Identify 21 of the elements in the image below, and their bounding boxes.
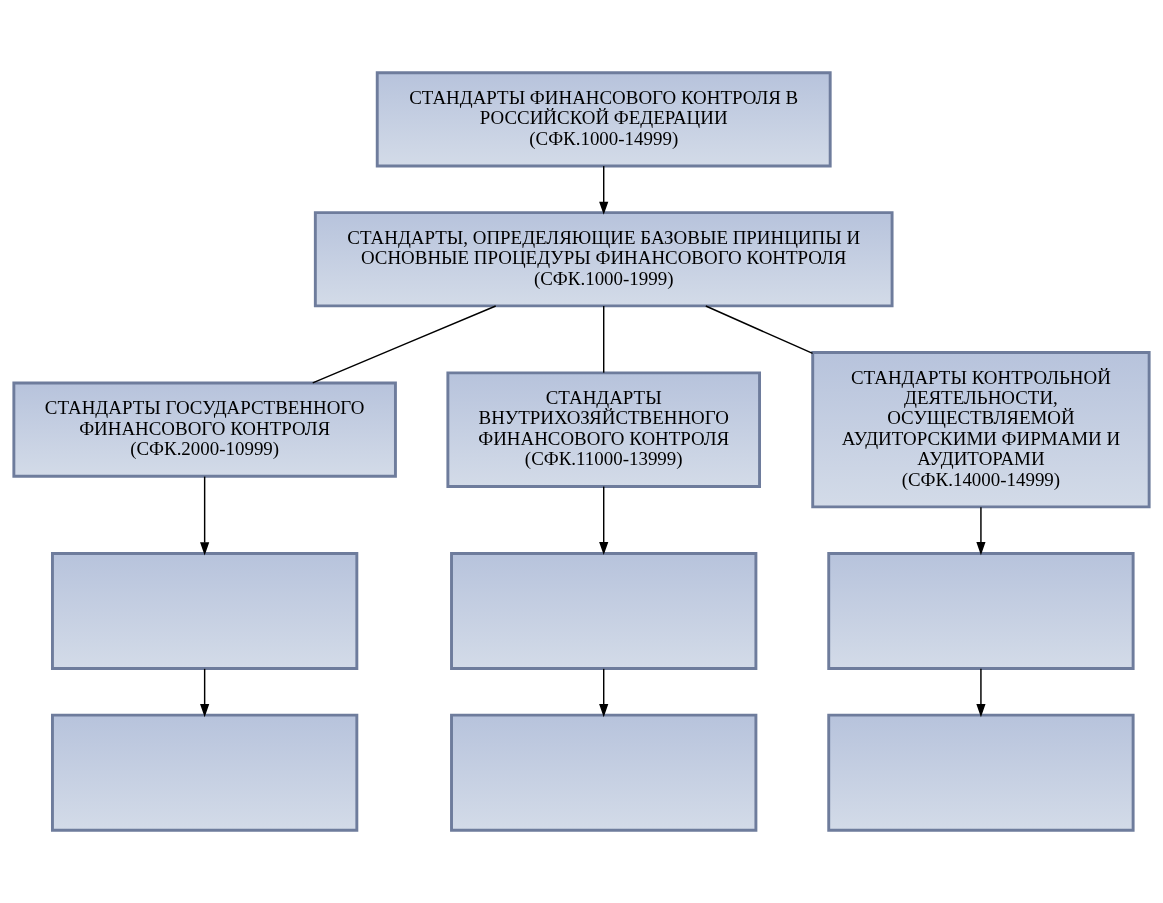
node-box <box>827 713 1135 832</box>
connector <box>312 305 497 384</box>
node-box: СТАНДАРТЫ КОНТРОЛЬНОЙ ДЕЯТЕЛЬНОСТИ, ОСУЩЕСТВЛЯЕМОЙ АУДИТОРСКИМИ ФИРМАМИ И АУДИТОРАМИ (СФК.14000-14999) <box>811 351 1151 509</box>
node-box <box>450 713 758 832</box>
connector <box>603 305 605 374</box>
node-box: СТАНДАРТЫ ФИНАНСОВОГО КОНТРОЛЯ В РОССИЙСКОЙ ФЕДЕРАЦИИ (СФК.1000-14999) <box>375 71 832 168</box>
node-box <box>450 552 758 670</box>
arrow <box>200 475 210 556</box>
node-box: СТАНДАРТЫ ВНУТРИХОЗЯЙСТВЕННОГО ФИНАНСОВОГО КОНТРОЛЯ (СФК.11000-13999) <box>446 371 761 488</box>
node-box: СТАНДАРТЫ, ОПРЕДЕЛЯЮЩИЕ БАЗОВЫЕ ПРИНЦИПЫ И ОСНОВНЫЕ ПРОЦЕДУРЫ ФИНАНСОВОГО КОНТРОЛЯ (СФК.1000-1999) <box>313 211 894 308</box>
arrow <box>599 165 609 215</box>
arrow <box>599 485 609 556</box>
arrow <box>599 668 609 718</box>
node-box: СТАНДАРТЫ ГОСУДАРСТВЕННОГО ФИНАНСОВОГО КОНТРОЛЯ (СФК.2000-10999) <box>12 381 397 478</box>
node-box <box>51 713 359 832</box>
connector <box>705 305 814 355</box>
node-box <box>51 552 359 670</box>
arrow <box>976 668 986 718</box>
node-box <box>827 552 1135 670</box>
arrow <box>200 668 210 718</box>
arrow <box>976 506 986 556</box>
